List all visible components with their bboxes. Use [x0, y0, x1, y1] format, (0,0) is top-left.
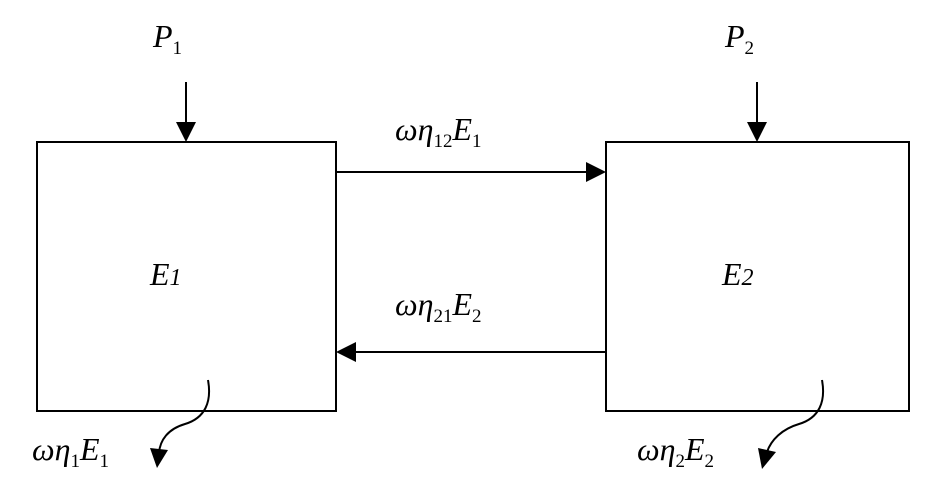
loss-factor-subscript: 12 — [433, 131, 453, 152]
energy-symbol: E — [79, 431, 100, 467]
energy-subscript: 2 — [472, 306, 482, 327]
coupling-1-to-2-label: ωη12E1 — [395, 111, 482, 151]
subsystem-1-label: E1 — [150, 258, 182, 290]
subscript: 1 — [169, 265, 182, 291]
coupling-arrow-1-to-2 — [336, 162, 606, 182]
dissipation-1-arrow — [150, 379, 210, 468]
subscript: 2 — [744, 38, 755, 59]
symbol: P — [725, 18, 745, 54]
energy-symbol: E — [452, 286, 473, 322]
power-input-2-arrow — [747, 82, 767, 142]
energy-symbol: E — [684, 431, 705, 467]
loss-factor: ωη — [637, 431, 676, 467]
dissipation-1-label: ωη1E1 — [32, 431, 109, 471]
energy-symbol: E — [452, 111, 473, 147]
subsystem-1-box — [36, 141, 337, 412]
coupling-arrow-2-to-1 — [336, 342, 606, 362]
loss-factor: ωη — [32, 431, 71, 467]
energy-subscript: 1 — [472, 131, 482, 152]
dissipation-2-arrow — [758, 379, 824, 469]
loss-factor: ωη — [395, 111, 434, 147]
loss-factor-subscript: 21 — [433, 306, 453, 327]
energy-subscript: 1 — [99, 451, 110, 472]
power-input-2-label: P2 — [725, 18, 754, 58]
symbol: P — [153, 18, 173, 54]
subscript: 2 — [741, 265, 754, 291]
subsystem-2-label: E2 — [722, 258, 754, 290]
loss-factor-subscript: 2 — [675, 451, 685, 472]
power-input-1-label: P1 — [153, 18, 182, 58]
power-input-1-arrow — [176, 82, 196, 142]
energy-subscript: 2 — [704, 451, 715, 472]
subsystem-2-box — [605, 141, 910, 412]
loss-factor: ωη — [395, 286, 434, 322]
symbol: E — [722, 256, 742, 292]
subscript: 1 — [172, 38, 183, 59]
symbol: E — [150, 256, 170, 292]
dissipation-2-label: ωη2E2 — [637, 431, 714, 471]
loss-factor-subscript: 1 — [70, 451, 80, 472]
coupling-2-to-1-label: ωη21E2 — [395, 286, 482, 326]
